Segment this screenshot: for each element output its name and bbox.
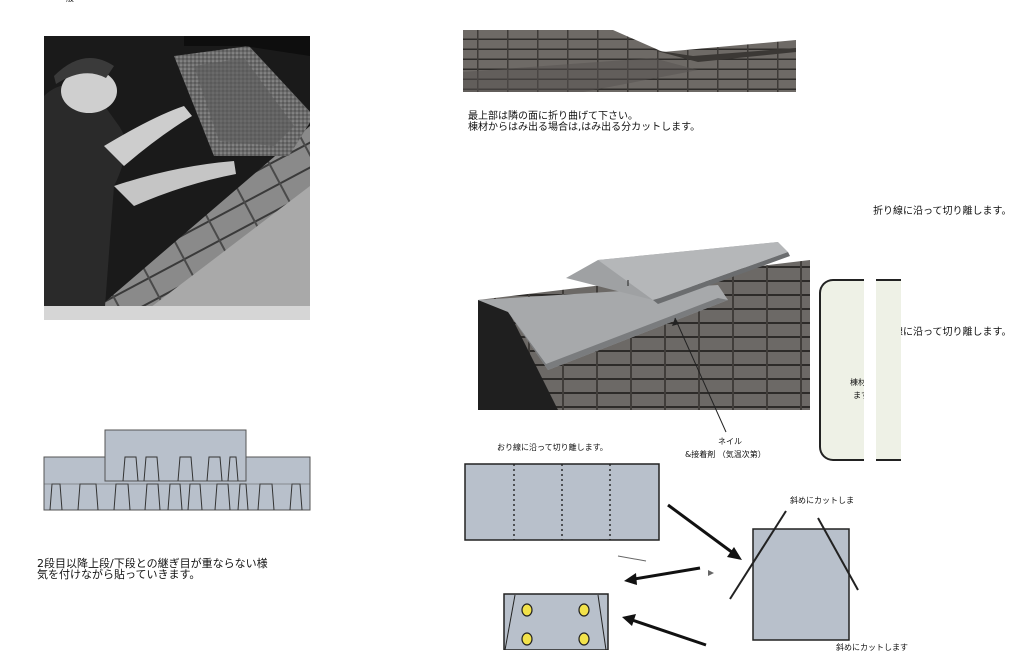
- fold-line-label: おり線に沿って切り離します。: [497, 443, 608, 452]
- shingle-layer-diagram: [43, 429, 311, 511]
- top-text-fragment: 一般: [58, 0, 74, 4]
- ridge-cap-illustration: [478, 240, 810, 410]
- process-arrows: [622, 503, 742, 647]
- faint-stroke: [617, 555, 647, 562]
- note-box-text-2: ます: [853, 391, 869, 400]
- top-roof-caption-line-2: 棟材からはみ出る場合は,はみ出る分カットします。: [468, 122, 701, 133]
- nail-label-line-2: &接着剤 （気温次第）: [685, 450, 766, 459]
- diagonal-cut-label-2: 斜めにカットします: [836, 643, 908, 652]
- bottom-left-caption-line-2: 気を付けながら貼っていきます。: [37, 568, 201, 581]
- note-box-text-1: 棟材: [850, 378, 866, 387]
- fold-line-sheet: [464, 463, 660, 541]
- diagonal-cut-square: [729, 510, 859, 641]
- note-box: [819, 279, 901, 461]
- right-note-fold-cut-2: 折り線に沿って切り離します。: [873, 327, 1012, 338]
- roof-ridge-photo: [463, 30, 796, 92]
- worker-shingle-photo: [44, 36, 310, 320]
- right-note-fold-cut-1: 折り線に沿って切り離します。: [873, 206, 1012, 217]
- nail-label-line-1: ネイル: [718, 437, 742, 446]
- nailed-piece: [503, 593, 609, 650]
- page-crop-mask: [864, 270, 876, 470]
- diagonal-cut-label-1: 斜めにカットしま: [790, 496, 854, 505]
- top-roof-caption-line-1: 最上部は隣の面に折り曲げて下さい。: [468, 111, 638, 122]
- bottom-left-caption-line-1: 2段目以降上段/下段との継ぎ目が重ならない様: [37, 557, 268, 570]
- small-arrowhead: [708, 570, 714, 576]
